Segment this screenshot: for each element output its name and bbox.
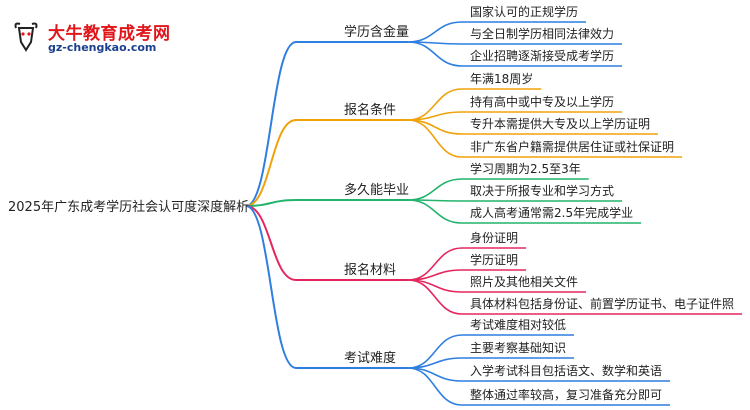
leaf-label: 非广东省户籍需提供居住证或社保证明 <box>470 139 674 154</box>
leaf-label: 具体材料包括身份证、前置学历证书、电子证件照 <box>470 296 734 311</box>
leaf-label: 与全日制学历相同法律效力 <box>470 26 614 41</box>
leaf-label: 年满18周岁 <box>470 71 533 86</box>
leaf-label: 专升本需提供大专及以上学历证明 <box>470 116 650 131</box>
leaf-label: 整体通过率较高，复习准备充分即可 <box>470 387 662 402</box>
leaf-label: 持有高中或中专及以上学历 <box>470 94 614 109</box>
branch-label: 多久能毕业 <box>344 182 409 198</box>
leaf-label: 取决于所报专业和学习方式 <box>470 183 614 198</box>
leaf-label: 考试难度相对较低 <box>470 317 566 332</box>
branch-connector <box>245 199 297 207</box>
leaf-label: 学历证明 <box>470 252 518 267</box>
branch-label: 考试难度 <box>344 350 396 366</box>
leaf-connector <box>407 367 463 406</box>
bull-logo-icon <box>14 22 38 52</box>
branch-connector <box>245 205 297 281</box>
leaf-label: 学习周期为2.5至3年 <box>470 161 581 176</box>
leaf-label: 照片及其他相关文件 <box>470 274 578 289</box>
leaf-connector <box>407 119 463 158</box>
brand-domain: gz-chengkao.com <box>48 41 157 54</box>
branch-connector <box>245 41 297 207</box>
leaf-connector <box>407 178 463 201</box>
branch-connector <box>245 119 297 207</box>
site-logo: 大牛教育成考网 gz-chengkao.com <box>12 16 172 56</box>
leaf-connector <box>407 21 463 43</box>
leaf-label: 成人高考通常需2.5年完成学业 <box>470 205 633 220</box>
leaf-label: 主要考察基础知识 <box>470 341 566 355</box>
brand-name: 大牛教育成考网 <box>48 24 171 44</box>
branch-label: 报名材料 <box>344 262 396 278</box>
branch-label: 学历含金量 <box>344 24 409 40</box>
leaf-connector <box>407 41 463 67</box>
leaf-connector <box>407 279 463 315</box>
root-topic: 2025年广东成考学历社会认可度深度解析 <box>8 199 249 215</box>
branch-connector <box>245 205 297 369</box>
leaf-label: 身份证明 <box>470 230 518 245</box>
leaf-label: 企业招聘逐渐接受成考学历 <box>470 48 614 63</box>
branch-label: 报名条件 <box>344 102 396 118</box>
leaf-connector <box>407 199 463 224</box>
leaf-label: 入学考试科目包括语文、数学和英语 <box>470 363 662 378</box>
leaf-label: 国家认可的正规学历 <box>470 4 578 19</box>
